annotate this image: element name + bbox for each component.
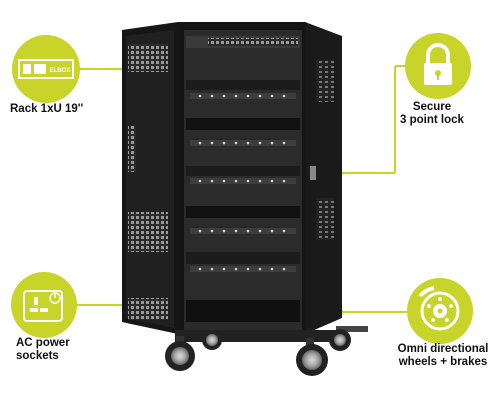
rack-unit-icon: ELBOX bbox=[12, 35, 80, 103]
ac-label: AC power sockets bbox=[16, 337, 70, 363]
lock-label-line2: 3 point lock bbox=[400, 114, 464, 126]
padlock-icon bbox=[405, 33, 471, 99]
wheels-label-line2: wheels + brakes bbox=[398, 356, 488, 368]
ac-label-line1: AC power bbox=[16, 337, 70, 349]
wheels-label: Omni directional wheels + brakes bbox=[393, 343, 493, 369]
power-socket-icon bbox=[11, 272, 77, 338]
rack-panel-text: ELBOX bbox=[50, 68, 71, 74]
lock-label: Secure 3 point lock bbox=[392, 101, 472, 127]
charging-cabinet bbox=[122, 22, 368, 376]
ac-label-line2: sockets bbox=[16, 350, 59, 362]
rack-label: Rack 1xU 19'' bbox=[10, 103, 83, 116]
rack-label-text: Rack 1xU 19'' bbox=[10, 103, 84, 115]
castor-wheels bbox=[165, 329, 351, 376]
lock-label-line1: Secure bbox=[412, 101, 452, 113]
wheels-label-line1: Omni directional bbox=[397, 343, 489, 355]
brake-disc-icon bbox=[407, 278, 473, 344]
